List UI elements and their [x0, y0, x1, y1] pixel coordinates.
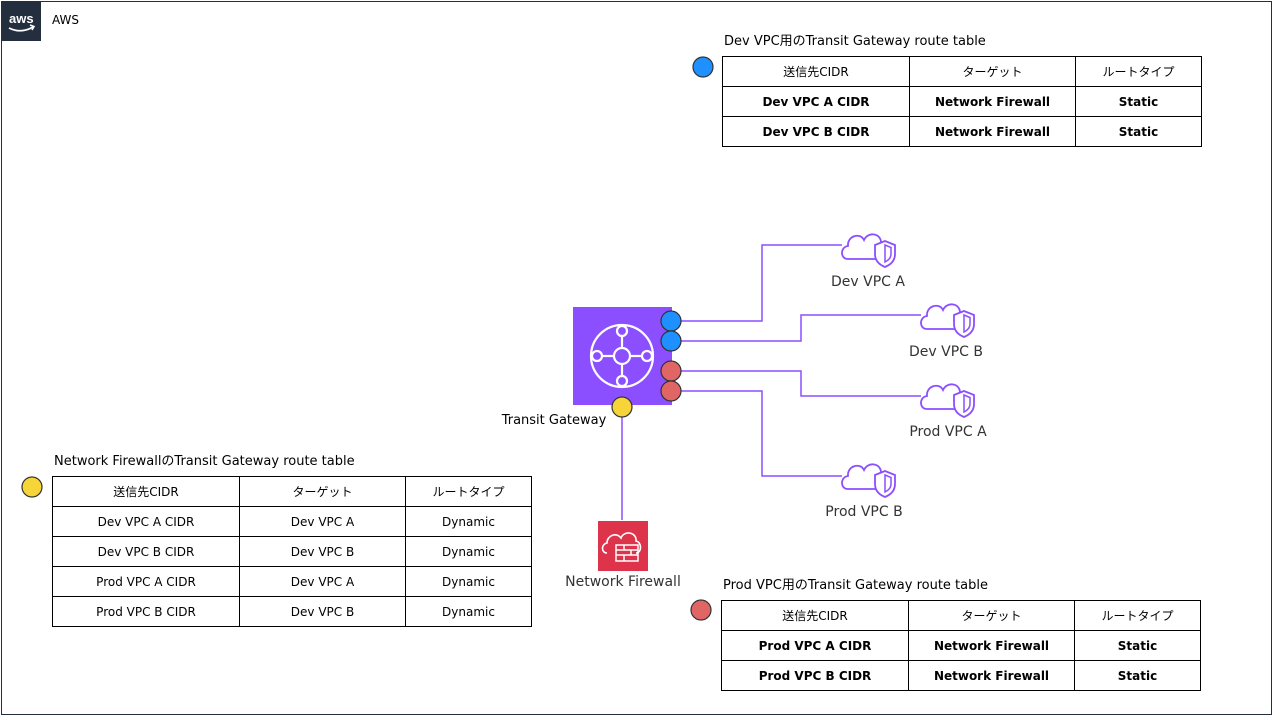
column-header: 送信先CIDR	[52, 476, 240, 507]
column-header: ターゲット	[908, 600, 1075, 631]
prod-vpc-b-icon	[841, 463, 896, 498]
table-cell: Dev VPC A	[239, 506, 406, 537]
dev-route-table-title: Dev VPC用のTransit Gateway route table	[724, 34, 986, 49]
table-row: Dev VPC B CIDR Network Firewall Static	[722, 116, 1202, 147]
table-row: Prod VPC B CIDR Dev VPC B Dynamic	[52, 596, 532, 627]
table-cell: Dev VPC B CIDR	[52, 536, 240, 567]
column-header: ルートタイプ	[405, 476, 532, 507]
table-cell: Network Firewall	[909, 86, 1076, 117]
dev-vpc-a-label: Dev VPC A	[831, 274, 905, 290]
column-header: ターゲット	[239, 476, 406, 507]
table-cell: Dev VPC A CIDR	[52, 506, 240, 537]
table-row: Prod VPC A CIDR Network Firewall Static	[721, 630, 1201, 661]
dev-vpc-b-icon	[920, 303, 975, 338]
table-cell: Dev VPC A	[239, 566, 406, 597]
table-header-row: 送信先CIDR ターゲット ルートタイプ	[722, 56, 1202, 87]
aws-logo-icon: aws	[1, 1, 41, 41]
table-cell: Prod VPC A CIDR	[52, 566, 240, 597]
prod-route-table-title: Prod VPC用のTransit Gateway route table	[723, 578, 988, 593]
column-header: 送信先CIDR	[722, 56, 910, 87]
dev-route-table: 送信先CIDR ターゲット ルートタイプ Dev VPC A CIDR Netw…	[722, 56, 1202, 147]
column-header: ルートタイプ	[1074, 600, 1201, 631]
firewall-attachment-dot	[611, 396, 633, 418]
dev-attachment-dot-1	[660, 310, 682, 332]
table-cell: Static	[1075, 116, 1202, 147]
dev-vpc-a-icon	[841, 233, 896, 268]
fw-table-dot	[21, 476, 43, 498]
table-header-row: 送信先CIDR ターゲット ルートタイプ	[52, 476, 532, 507]
dev-vpc-b-label: Dev VPC B	[909, 344, 983, 360]
table-cell: Dynamic	[405, 566, 532, 597]
connector-prod-vpc-b	[681, 390, 842, 477]
table-cell: Prod VPC B CIDR	[721, 660, 909, 691]
table-cell: Dev VPC B CIDR	[722, 116, 910, 147]
column-header: 送信先CIDR	[721, 600, 909, 631]
table-cell: Dev VPC B	[239, 596, 406, 627]
connector-dev-vpc-b	[681, 314, 921, 342]
table-row: Prod VPC B CIDR Network Firewall Static	[721, 660, 1201, 691]
prod-vpc-a-icon	[920, 383, 975, 418]
fw-route-table: 送信先CIDR ターゲット ルートタイプ Dev VPC A CIDR Dev …	[52, 476, 532, 627]
column-header: ターゲット	[909, 56, 1076, 87]
connector-dev-vpc-a	[681, 244, 842, 322]
prod-attachment-dot-2	[660, 380, 682, 402]
table-cell: Dynamic	[405, 506, 532, 537]
table-cell: Network Firewall	[909, 116, 1076, 147]
table-cell: Network Firewall	[908, 660, 1075, 691]
column-header: ルートタイプ	[1075, 56, 1202, 87]
table-cell: Static	[1074, 660, 1201, 691]
table-cell: Prod VPC A CIDR	[721, 630, 909, 661]
aws-label: AWS	[52, 13, 80, 27]
network-firewall-label: Network Firewall	[565, 574, 681, 590]
table-cell: Network Firewall	[908, 630, 1075, 661]
transit-gateway-icon[interactable]	[573, 307, 672, 405]
fw-route-table-title: Network FirewallのTransit Gateway route t…	[54, 454, 355, 469]
table-header-row: 送信先CIDR ターゲット ルートタイプ	[721, 600, 1201, 631]
dev-attachment-dot-2	[660, 330, 682, 352]
table-cell: Static	[1075, 86, 1202, 117]
table-row: Dev VPC A CIDR Network Firewall Static	[722, 86, 1202, 117]
table-cell: Dev VPC A CIDR	[722, 86, 910, 117]
prod-vpc-b-label: Prod VPC B	[825, 504, 903, 520]
prod-vpc-a-label: Prod VPC A	[909, 424, 987, 440]
table-row: Dev VPC A CIDR Dev VPC A Dynamic	[52, 506, 532, 537]
table-row: Prod VPC A CIDR Dev VPC A Dynamic	[52, 566, 532, 597]
table-cell: Static	[1074, 630, 1201, 661]
prod-table-dot	[690, 599, 712, 621]
network-firewall-icon[interactable]	[598, 521, 648, 571]
dev-table-dot	[692, 56, 714, 78]
connectors	[621, 244, 921, 520]
connector-prod-vpc-a	[681, 370, 921, 397]
table-cell: Prod VPC B CIDR	[52, 596, 240, 627]
prod-route-table: 送信先CIDR ターゲット ルートタイプ Prod VPC A CIDR Net…	[721, 600, 1201, 691]
attachment-dots	[611, 310, 682, 418]
prod-attachment-dot-1	[660, 360, 682, 382]
transit-gateway-label: Transit Gateway	[501, 413, 607, 428]
table-cell: Dynamic	[405, 596, 532, 627]
table-cell: Dynamic	[405, 536, 532, 567]
table-row: Dev VPC B CIDR Dev VPC B Dynamic	[52, 536, 532, 567]
table-cell: Dev VPC B	[239, 536, 406, 567]
svg-text:aws: aws	[9, 11, 34, 26]
